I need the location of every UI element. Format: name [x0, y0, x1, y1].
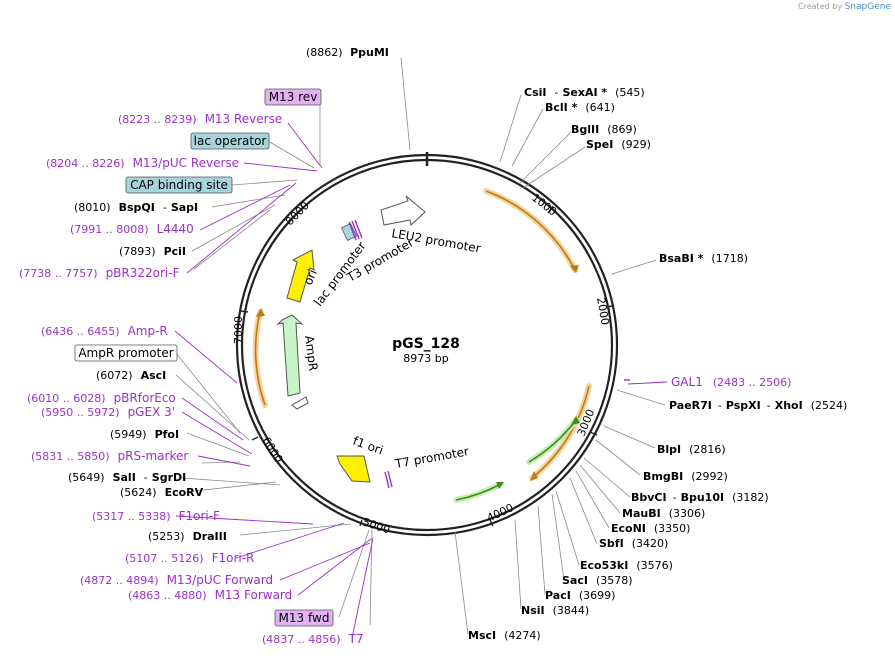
feature-m13-reverse: (8223 .. 8239)M13 Reverse [118, 112, 282, 126]
enzyme-labels: (8862) PpuMI CsiI-SexAI *(545) BclI *(64… [68, 46, 847, 642]
feature-pbr322ori-f: (7738 .. 7757)pBR322ori-F [19, 266, 180, 280]
ori-label: ori [301, 267, 320, 287]
feature-gal1: GAL1(2483 .. 2506) [671, 375, 791, 389]
enzyme-eco53ki: Eco53kI(3576) [580, 559, 673, 572]
feature-l4440: (7991 .. 8008)L4440 [70, 222, 194, 236]
m13-rev-label: M13 rev [269, 90, 318, 104]
feature-arrows [252, 188, 592, 503]
enzyme-blpi: BlpI(2816) [657, 443, 726, 456]
enzyme-pcii: (7893)PciI [119, 245, 186, 258]
primer-marks-top [348, 219, 363, 241]
enzyme-msci: MscI(4274) [468, 629, 541, 642]
feature-m13-forward: (4863 .. 4880)M13 Forward [128, 588, 292, 602]
feature-f1ori-f: (5317 .. 5338)F1ori-F [92, 509, 220, 523]
feature-m13-puc-reverse: (8204 .. 8226)M13/pUC Reverse [46, 156, 239, 170]
f1-ori-label: f1 ori [351, 434, 385, 458]
f1-ori-arrow [336, 455, 371, 483]
lac-operator-label: lac operator [194, 134, 267, 148]
lac-operator-block [340, 223, 358, 241]
enzyme-ppumi: (8862) PpuMI [306, 46, 389, 59]
enzyme-maubi: MauBI(3306) [622, 507, 705, 520]
ampr-promoter-label: AmpR promoter [78, 346, 173, 360]
plasmid-size: 8973 bp [403, 352, 448, 365]
tick-marks [240, 203, 613, 527]
m13-fwd-box [274, 609, 334, 627]
ampr-arrow [276, 314, 304, 397]
feature-m13-puc-forward: (4872 .. 4894)M13/pUC Forward [80, 573, 273, 587]
enzyme-bbvci: BbvCI-Bpu10I(3182) [631, 491, 769, 504]
enzyme-csii: CsiI-SexAI *(545) [524, 86, 645, 99]
feature-prs-marker: (5831 .. 5850)pRS-marker [31, 449, 188, 463]
cap-binding-site-box [125, 176, 233, 194]
enzyme-asci: (6072)AscI [96, 369, 166, 382]
enzyme-bcli: BclI *(641) [545, 101, 615, 114]
enzyme-sali: (5649)SalI-SgrDI [68, 471, 186, 484]
enzyme-saci: SacI(3578) [562, 574, 633, 587]
enzyme-ecorv: (5624)EcoRV [120, 486, 204, 499]
enzyme-sbfi: SbfI(3420) [599, 537, 668, 550]
feature-pgex3: (5950 .. 5972)pGEX 3' [41, 405, 175, 419]
tick-label-6000: 6000 [259, 435, 285, 466]
cap-binding-site-label: CAP binding site [130, 178, 228, 192]
tick-label-7000: 7000 [232, 316, 245, 344]
snapgene-logo: SnapGene [844, 2, 891, 12]
feature-labels: (8223 .. 8239)M13 Reverse (8204 .. 8226)… [19, 112, 791, 646]
feature-amp-r: (6436 .. 6455)Amp-R [41, 324, 168, 338]
enzyme-paer7i: PaeR7I-PspXI-XhoI(2524) [669, 399, 847, 412]
ori-arrow [286, 249, 315, 303]
connector-lines [175, 57, 666, 635]
lac-operator-box [190, 132, 270, 150]
t7-promoter-label: T7 promoter [393, 444, 470, 471]
credit-badge: Created by SnapGene [798, 2, 891, 12]
plasmid-name: pGS_128 [392, 336, 460, 352]
feature-t7: (4837 .. 4856)T7 [262, 632, 364, 646]
feature-pbrforeco: (6010 .. 6028)pBRforEco [27, 391, 176, 405]
tick-label-2000: 2000 [594, 296, 612, 326]
enzyme-pfoi: (5949)PfoI [110, 428, 179, 441]
enzyme-nsii: NsiI(3844) [521, 604, 589, 617]
feature-f1ori-r: (5107 .. 5126)F1ori-R [125, 551, 254, 565]
credit-text: Created by [798, 2, 843, 11]
leu2-promoter-arrow [380, 195, 426, 226]
primer-marks-bottom [384, 470, 393, 489]
m13-rev-box [264, 88, 322, 106]
ampr-label: AmpR [302, 335, 320, 372]
enzyme-paci: PacI(3699) [545, 589, 615, 602]
enzyme-spei: SpeI(929) [586, 138, 651, 151]
enzyme-bspqi: (8010)BspQI-SapI [74, 201, 198, 214]
feature-connector-lines [174, 122, 668, 639]
m13-fwd-label: M13 fwd [279, 611, 330, 625]
tick-label-5000: 5000 [361, 515, 392, 536]
enzyme-bglii: BglII(869) [571, 123, 637, 136]
enzyme-bmgbi: BmgBI(2992) [643, 470, 728, 483]
ampr-promoter-box [74, 344, 178, 362]
ampr-promoter-arrow [291, 396, 309, 410]
enzyme-bsabi: BsaBI *(1718) [659, 252, 748, 265]
enzyme-draiii: (5253)DraIII [148, 530, 227, 543]
enzyme-econi: EcoNI(3350) [611, 522, 690, 535]
